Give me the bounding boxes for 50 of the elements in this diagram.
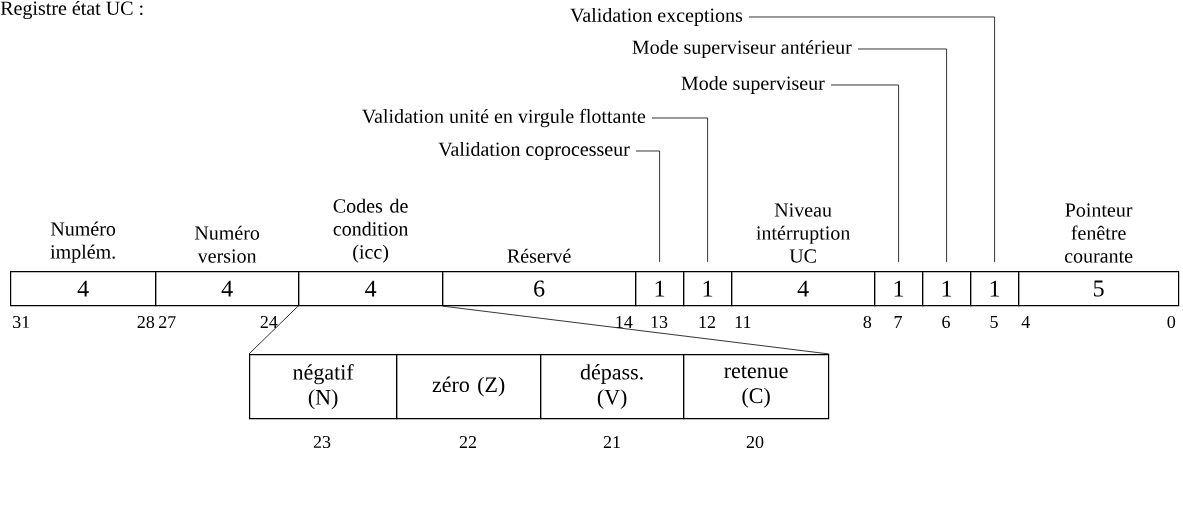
bit-number: 21 [603, 436, 620, 448]
leader-text: Validation unité en virgule flottante [362, 108, 646, 128]
leader-text: Mode superviseur antérieur [632, 39, 852, 59]
bit-number: 24 [260, 316, 278, 328]
register-cell: 6 [442, 271, 637, 307]
register-cell: 1 [922, 271, 972, 307]
flag-cell: dépass. (V) [540, 354, 685, 420]
zoom-line [442, 305, 830, 355]
bit-number: 13 [651, 315, 668, 329]
flag-cell: zéro (Z) [396, 354, 542, 420]
title: Registre état UC : [0, 0, 143, 20]
field-name: Numéro version [194, 225, 260, 263]
register-cell: 4 [731, 271, 876, 307]
register-cell: 1 [683, 271, 733, 307]
register-cell: 4 [10, 271, 157, 307]
bit-number: 4 [1021, 316, 1030, 328]
bit-number: 20 [746, 435, 764, 449]
leader-text: Validation exceptions [570, 7, 743, 27]
leader-text: Validation coprocesseur [438, 141, 630, 161]
bit-number: 11 [735, 316, 751, 328]
field-name: Numéro implém. [50, 221, 116, 263]
leader-text: Mode superviseur [681, 75, 825, 95]
register-cell: 4 [298, 271, 444, 307]
register-cell: 1 [874, 271, 924, 307]
register-cell: 1 [970, 271, 1020, 307]
leader-line [635, 150, 660, 263]
leader-line [857, 48, 947, 263]
leader-line [830, 84, 899, 263]
bit-number: 5 [990, 316, 998, 328]
leader-line [748, 16, 995, 263]
leader-line [651, 117, 708, 263]
field-name: Codes de condition (icc) [333, 198, 409, 263]
register-cell: 5 [1018, 271, 1180, 307]
bit-number: 28 [137, 315, 155, 329]
bit-number: 8 [863, 315, 872, 329]
zoom-line [248, 305, 299, 355]
bit-number: 22 [459, 436, 476, 448]
field-name: Réservé [507, 248, 571, 263]
register-cell: 4 [155, 271, 300, 307]
bit-number: 27 [159, 316, 176, 328]
field-name: Pointeur fenêtre courante [1064, 203, 1133, 263]
flag-cell: négatif (N) [249, 354, 398, 420]
field-name: Niveau intérruption UC [756, 203, 850, 263]
bit-number: 6 [942, 315, 950, 329]
register-cell: 1 [635, 271, 685, 307]
bit-number: 14 [616, 316, 633, 328]
bit-number: 7 [894, 316, 902, 328]
flag-cell: retenue (C) [683, 354, 830, 420]
bit-number: 12 [699, 316, 715, 328]
bit-number: 23 [313, 435, 331, 449]
